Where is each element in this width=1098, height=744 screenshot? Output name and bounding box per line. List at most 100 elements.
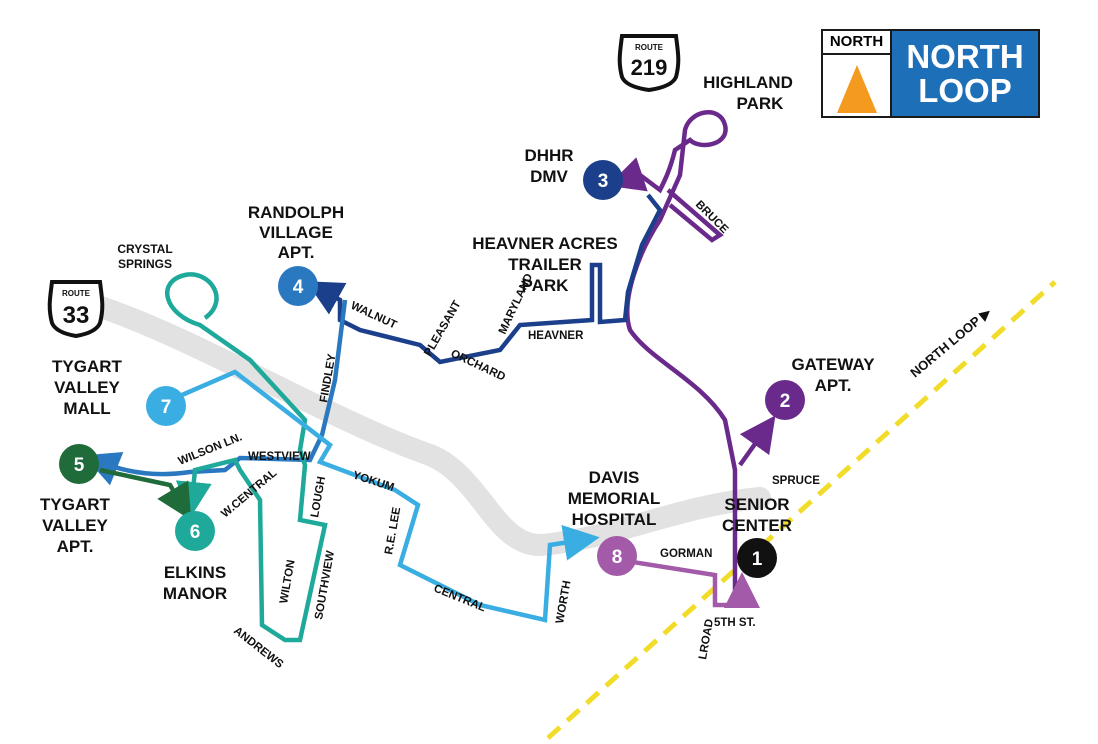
stop-8-label: DAVIS MEMORIAL HOSPITAL	[568, 468, 661, 529]
route-shield-number: 33	[63, 302, 90, 329]
street-lroad: LROAD	[697, 618, 716, 660]
stop-5[interactable]: 5	[59, 444, 99, 484]
stop-label-line: MEMORIAL	[568, 489, 661, 508]
stop-2-marker[interactable]	[765, 380, 805, 420]
stop-6-label: ELKINS MANOR	[163, 563, 227, 603]
stop-label-line: APT.	[815, 376, 852, 395]
legend-title-line2: LOOP	[918, 72, 1012, 109]
route-219-shield: ROUTE 219	[617, 34, 681, 93]
place-label-line: PARK	[737, 94, 785, 113]
north-label: NORTH	[823, 31, 890, 55]
stop-label-line: MALL	[63, 399, 110, 418]
stop-8[interactable]: 8	[597, 536, 637, 576]
stop-4-label: RANDOLPH VILLAGE APT.	[248, 203, 344, 262]
stop-label-line: MANOR	[163, 584, 227, 603]
route-33-shield: ROUTE 33	[47, 280, 105, 339]
stop-7[interactable]: 7	[146, 386, 186, 426]
stop-label-line: SENIOR	[724, 495, 789, 514]
place-label-line: HEAVNER ACRES	[472, 234, 617, 253]
stop-number: 6	[190, 522, 201, 543]
street-andrews: ANDREWS	[231, 625, 285, 671]
stop-3-label: DHHR DMV	[524, 146, 573, 186]
legend-title: NORTH LOOP	[892, 31, 1038, 116]
street-lough: LOUGH	[309, 476, 328, 519]
street-westview: WESTVIEW	[248, 451, 311, 463]
route-purple-highland	[607, 110, 738, 590]
stop-2[interactable]: 2	[765, 380, 805, 420]
place-label-line: HIGHLAND	[703, 73, 793, 92]
stop-6[interactable]: 6	[175, 511, 215, 551]
north-arrow-icon	[837, 65, 877, 113]
place-label-line: CRYSTAL	[117, 242, 172, 256]
stop-number: 1	[752, 549, 763, 570]
street-central: CENTRAL	[432, 583, 487, 615]
stop-label-line: TYGART	[52, 357, 123, 376]
stop-number: 8	[612, 547, 623, 568]
stop-4[interactable]: 4	[278, 266, 318, 306]
street-re-lee: R.E. LEE	[383, 506, 403, 556]
stop-label-line: VALLEY	[42, 516, 108, 535]
route-lavender	[619, 557, 760, 608]
stop-8-marker[interactable]	[597, 536, 637, 576]
us-route-shield-icon	[47, 280, 105, 339]
street-w-central: W.CENTRAL	[219, 467, 279, 520]
place-label-line: TRAILER	[508, 255, 582, 274]
stop-label-line: RANDOLPH	[248, 203, 344, 222]
stop-number: 4	[293, 277, 304, 298]
stop-5-label: TYGART VALLEY APT.	[40, 495, 111, 556]
stop-label-line: VILLAGE	[259, 223, 333, 242]
stop-label-line: GATEWAY	[791, 355, 875, 374]
stop-label-line: HOSPITAL	[572, 510, 657, 529]
stop-7-marker[interactable]	[146, 386, 186, 426]
stop-label-line: DHHR	[524, 146, 573, 165]
stop-5-marker[interactable]	[59, 444, 99, 484]
street-wilton: WILTON	[278, 559, 298, 605]
highway-33	[84, 294, 771, 557]
legend-title-line1: NORTH	[906, 38, 1024, 75]
crystal-springs-label: CRYSTAL SPRINGS	[117, 242, 172, 271]
stop-number: 3	[598, 171, 609, 192]
street-heavner: HEAVNER	[528, 330, 584, 342]
route-shield-number: 219	[631, 55, 668, 80]
place-label-line: SPRINGS	[118, 257, 172, 271]
stop-1[interactable]: 1	[737, 538, 777, 578]
stop-label-line: VALLEY	[54, 378, 120, 397]
stop-number: 2	[780, 391, 791, 412]
stop-4-marker[interactable]	[278, 266, 318, 306]
stop-3[interactable]: 3	[583, 160, 623, 200]
route-purple-gateway	[738, 415, 776, 467]
street-spruce: SPRUCE	[772, 475, 820, 487]
us-route-shield-icon	[617, 34, 681, 93]
highland-park-label: HIGHLAND PARK	[703, 73, 793, 113]
route-purple-bruce	[666, 188, 724, 243]
route-green	[99, 467, 192, 521]
route-navy	[306, 193, 663, 365]
stop-1-marker[interactable]	[737, 538, 777, 578]
place-label-line: PARK	[522, 276, 570, 295]
north-loop-legend: NORTH NORTH LOOP	[821, 29, 1040, 118]
railroad-line	[546, 280, 1057, 740]
route-shield-word: ROUTE	[635, 43, 664, 52]
stop-label-line: DAVIS	[589, 468, 640, 487]
stop-3-marker[interactable]	[583, 160, 623, 200]
street-gorman: GORMAN	[660, 548, 712, 560]
stop-label-line: APT.	[57, 537, 94, 556]
route-sky	[174, 369, 600, 623]
street-5th-st: 5TH ST.	[714, 617, 756, 629]
street-yokum: YOKUM	[351, 469, 395, 494]
route-teal	[165, 272, 328, 643]
stop-number: 5	[74, 455, 85, 476]
route-shield-word: ROUTE	[62, 289, 91, 298]
stop-7-label: TYGART VALLEY MALL	[52, 357, 123, 418]
north-indicator: NORTH	[823, 31, 892, 116]
street-worth: WORTH	[554, 580, 573, 625]
stop-label-line: ELKINS	[164, 563, 226, 582]
north-loop-marker: NORTH LOOP ▶	[907, 304, 994, 380]
stop-label-line: DMV	[530, 167, 568, 186]
stop-number: 7	[161, 397, 172, 418]
stop-2-label: GATEWAY APT.	[791, 355, 875, 395]
stop-label-line: APT.	[278, 243, 315, 262]
stop-6-marker[interactable]	[175, 511, 215, 551]
stop-label-line: CENTER	[722, 516, 792, 535]
